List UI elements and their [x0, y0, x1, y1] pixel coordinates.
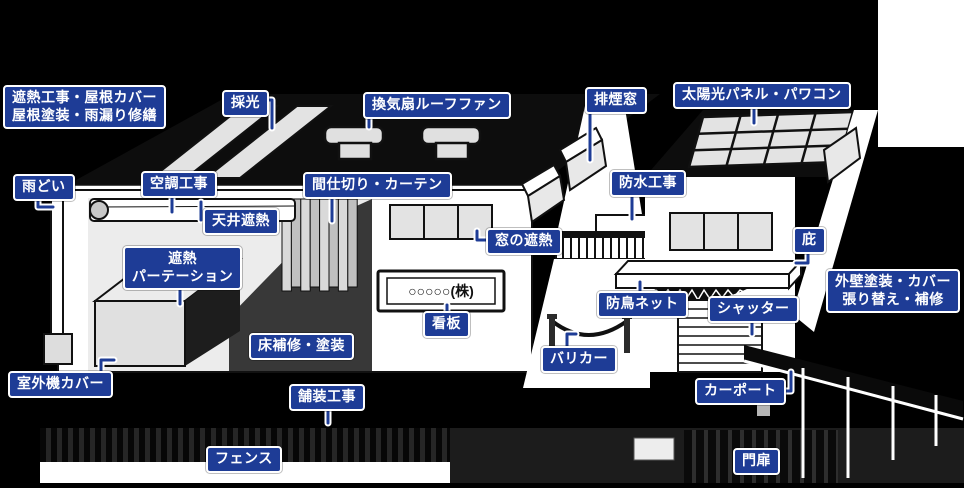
label-paving: 舗装工事 [289, 384, 365, 411]
signboard-text: ○○○○○(株) [408, 283, 474, 299]
label-roof-fan: 換気扇ルーフファン [363, 92, 511, 119]
smoke-vent-window [520, 163, 566, 224]
right-building [613, 110, 878, 373]
roof-fan-unit [420, 125, 482, 161]
label-signboard: 看板 [423, 311, 470, 338]
label-rain-gutter: 雨どい [13, 174, 75, 201]
label-waterproof: 防水工事 [610, 170, 686, 197]
carport-structure [743, 345, 964, 478]
label-skylight: 採光 [222, 90, 269, 117]
label-carport: カーポート [695, 378, 786, 405]
label-partition-curtain: 間仕切り・カーテン [303, 172, 452, 199]
signboard: ○○○○○(株) [376, 269, 506, 313]
solar-panel-array [687, 110, 855, 169]
carport-post [757, 404, 770, 416]
label-window-shade: 窓の遮熱 [486, 228, 562, 255]
fence-base [40, 462, 450, 483]
label-shutter: シャッター [708, 296, 799, 323]
label-outdoor-unit-cover: 室外機カバー [8, 371, 113, 398]
carport-roof [744, 345, 963, 419]
page-corner [878, 0, 964, 147]
curtain [281, 198, 358, 292]
label-bird-net: 防鳥ネット [597, 291, 688, 318]
skylight-panel [203, 105, 334, 179]
label-fence: フェンス [206, 446, 282, 473]
carport-legs [801, 368, 938, 478]
label-ac-work: 空調工事 [141, 171, 217, 198]
label-gate: 門扉 [733, 448, 780, 475]
ground-edge [0, 483, 964, 488]
label-ceiling-shade: 天井遮熱 [203, 208, 279, 235]
side-wall [792, 110, 878, 332]
side-window [822, 126, 862, 184]
label-canopy: 庇 [793, 227, 826, 254]
label-roof-works: 遮熱工事・屋根カバー 屋根塗装・雨漏り修繕 [3, 85, 166, 129]
label-outer-wall: 外壁塗装・カバー 張り替え・補修 [826, 269, 960, 313]
label-heat-partition: 遮熱 パーテーション [123, 246, 243, 290]
ground-fence [0, 428, 964, 488]
canopy-slab [613, 258, 804, 291]
outdoor-unit [43, 333, 73, 365]
nameplate [633, 437, 675, 461]
label-bollard: バリカー [541, 346, 617, 373]
roof-fan-unit [323, 125, 385, 161]
label-solar-panel: 太陽光パネル・パワコン [673, 82, 851, 109]
label-smoke-window: 排煙窓 [585, 87, 647, 114]
label-floor-repair: 床補修・塗装 [249, 333, 354, 360]
office-window [669, 212, 773, 251]
